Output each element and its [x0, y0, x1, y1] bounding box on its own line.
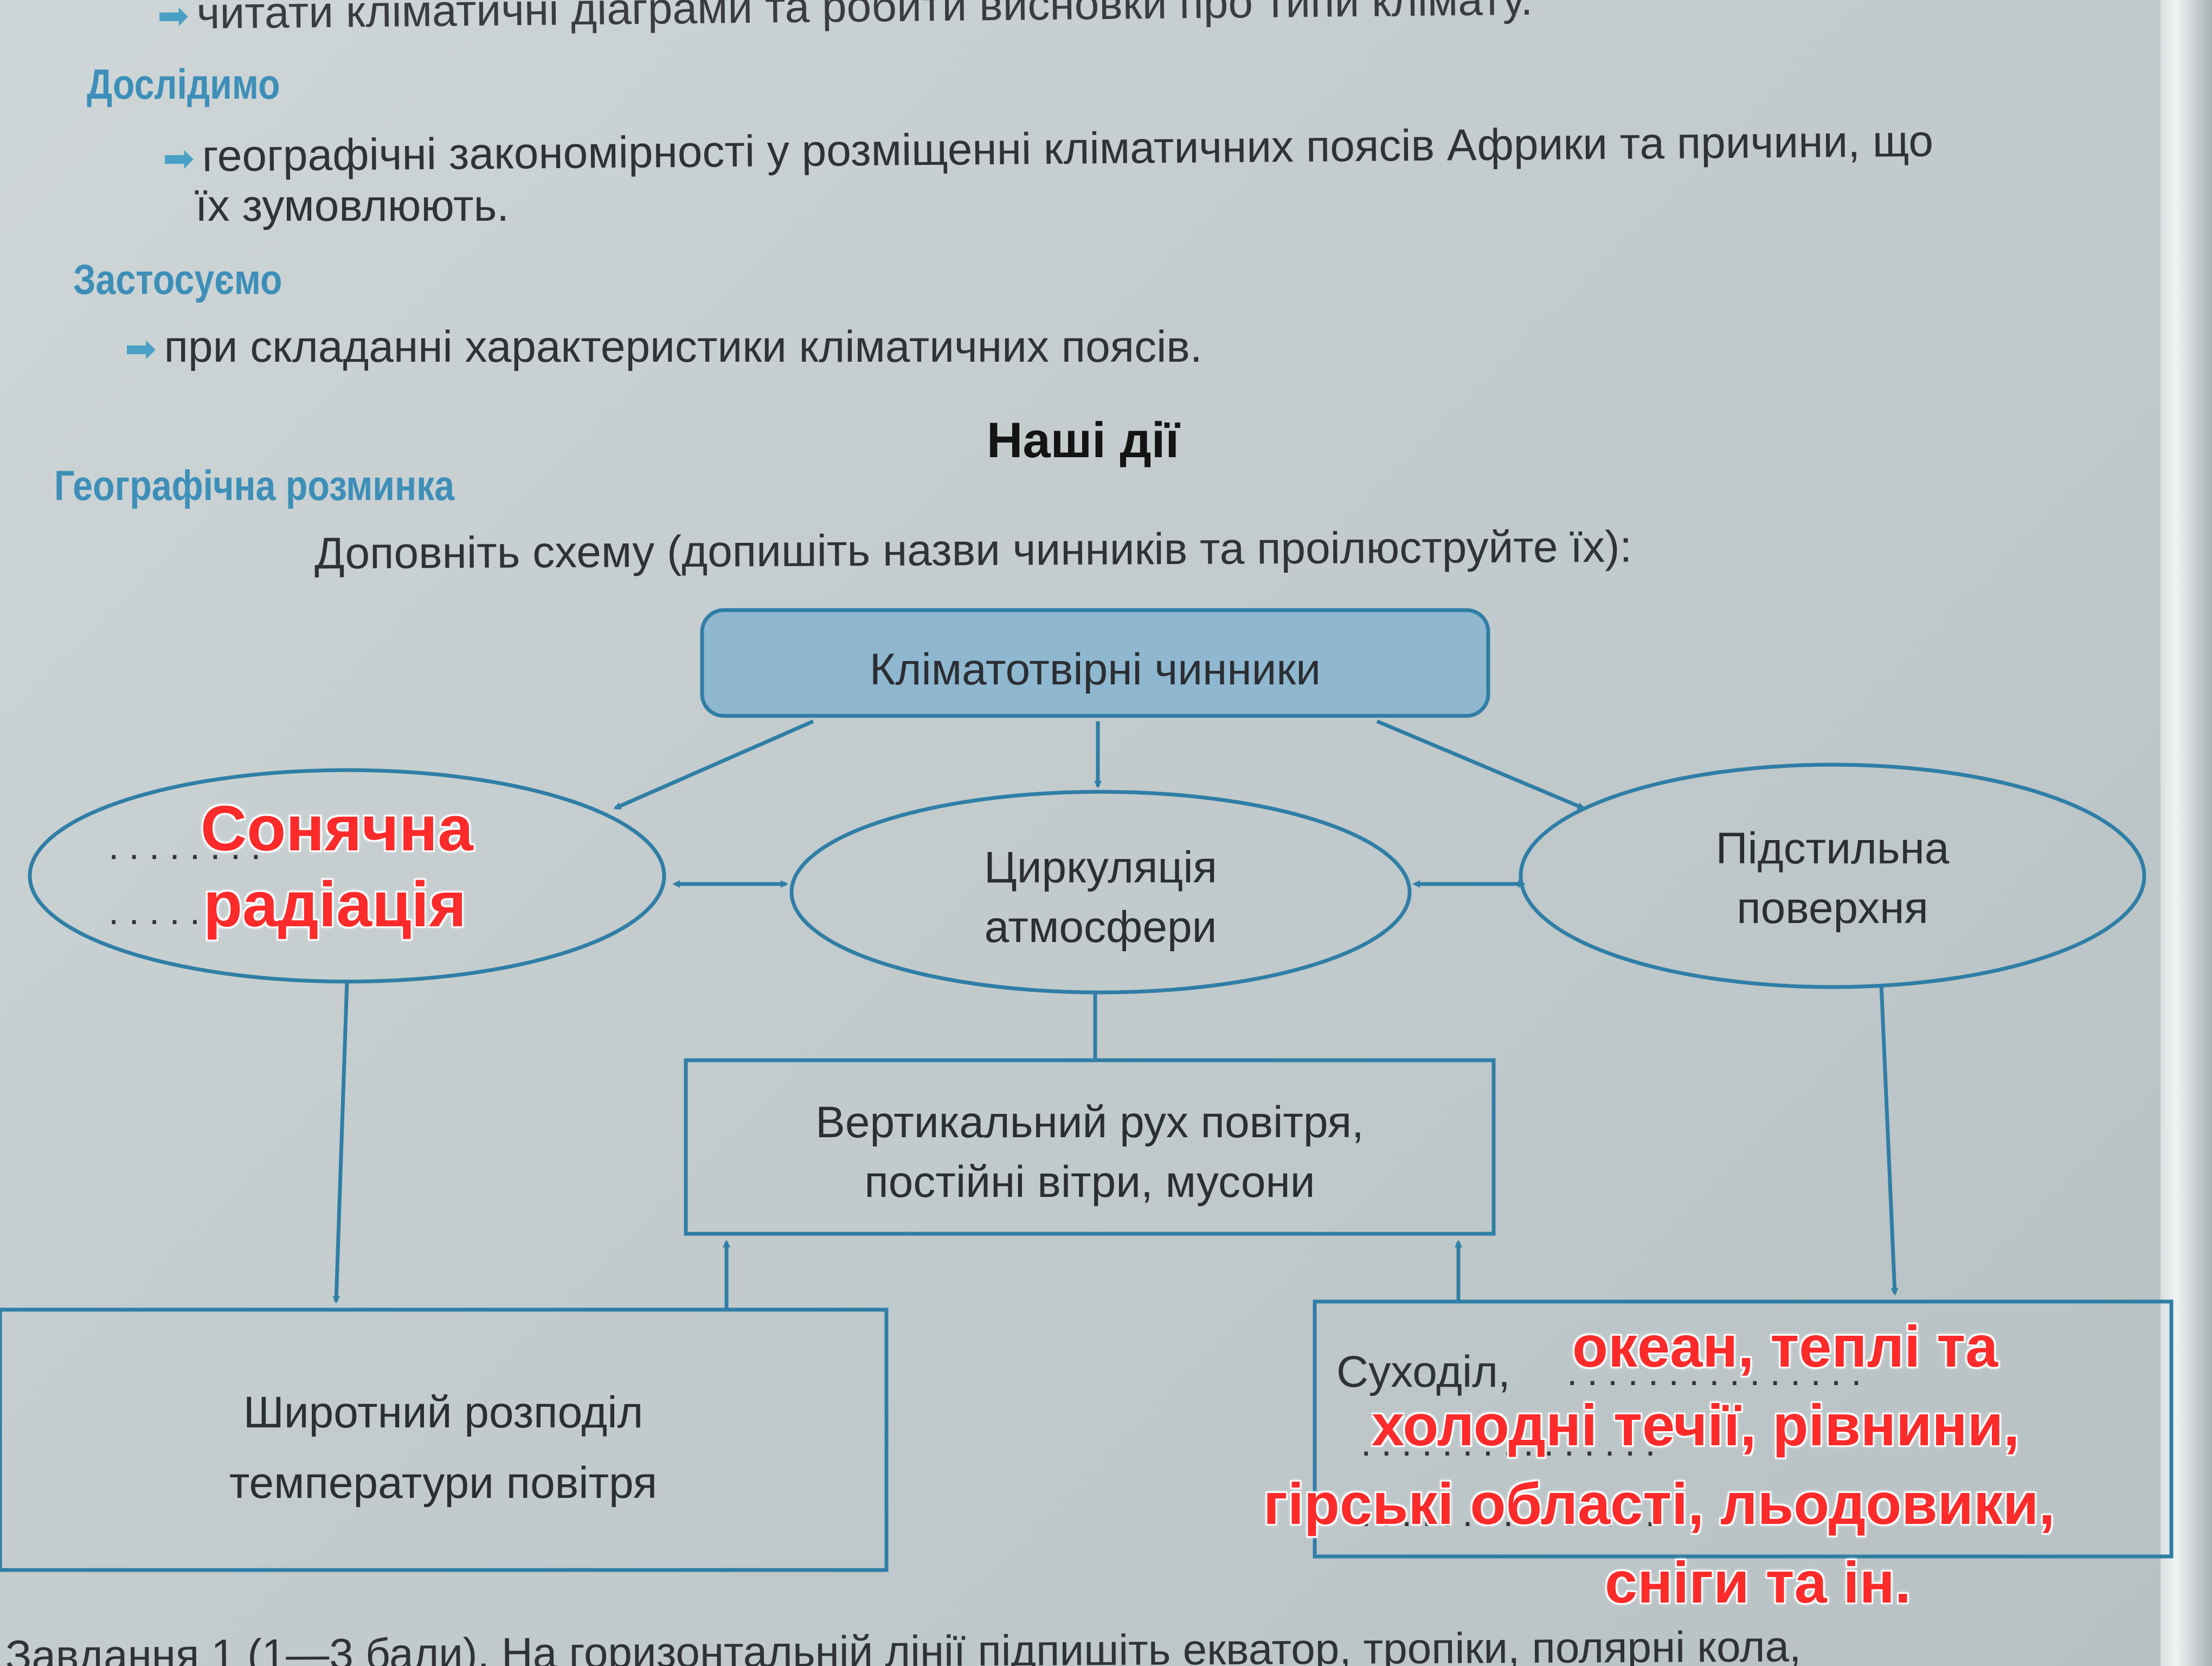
arrow-top-to-right [1376, 719, 1585, 810]
top-node-label: Кліматотвірні чинники [869, 645, 1321, 694]
bottom-right-dots-2: ............... [1361, 1421, 1666, 1464]
bottom-right-answer-1: океан, теплі та [1572, 1313, 1998, 1379]
bottom-left-box [0, 1308, 889, 1572]
research-line-2: їх зумовлюють. [195, 181, 510, 230]
left-node-answer-2: радіація [203, 869, 467, 940]
bottom-right-prefix: Суходіл, [1336, 1347, 1510, 1396]
right-node-ellipse [1519, 762, 2146, 989]
middle-box [684, 1058, 1496, 1236]
textbook-page [0, 0, 2163, 1666]
page-edge [2160, 0, 2212, 1666]
arrow-top-to-left [613, 719, 814, 810]
center-node-line-1: Циркуляція [984, 843, 1217, 892]
apply-line-text: при складанні характеристики кліматичних… [164, 322, 1203, 371]
top-node-box [700, 608, 1490, 718]
heading-apply: Застосуємо [73, 255, 282, 303]
left-node-answer-1: Сонячна [201, 793, 473, 864]
bottom-right-answer-2: холодні течії, рівнини, [1372, 1392, 2020, 1458]
bottom-left-line-1: Широтний розподіл [243, 1388, 644, 1437]
middle-box-line-2: постійні вітри, мусони [864, 1157, 1315, 1207]
right-node-line-1: Підстильна [1715, 824, 1950, 873]
arrow-left-to-bottom-left [332, 981, 349, 1304]
right-node-line-2: поверхня [1737, 883, 1928, 933]
bottom-left-line-2: температури повітря [229, 1458, 658, 1508]
warmup-heading: Географічна розминка [54, 462, 455, 509]
middle-box-line-1: Вертикальний рух повітря, [815, 1098, 1364, 1147]
arrow-bullet-icon: ➡ [125, 328, 157, 370]
bottom-right-answer-3: гірські області, льодовики, [1263, 1471, 2055, 1536]
apply-line: ➡при складанні характеристики кліматични… [125, 317, 1203, 379]
center-node-line-2: атмосфери [984, 902, 1217, 952]
bottom-right-dots-1: ............... [1567, 1351, 1872, 1393]
heading-research: Дослідимо [87, 60, 280, 108]
bottom-right-dots-3: ............... [1361, 1492, 1666, 1534]
bottom-right-answer-4: сніги та ін. [1605, 1549, 1911, 1615]
left-node-dots-2: ........ [108, 890, 271, 932]
section-title: Наші дії [987, 413, 1180, 468]
bottom-right-box [1313, 1299, 2174, 1559]
arrow-right-to-bottom-right [1879, 984, 1899, 1296]
center-node-ellipse [789, 790, 1412, 995]
left-node-dots-1: ........ [108, 825, 271, 867]
